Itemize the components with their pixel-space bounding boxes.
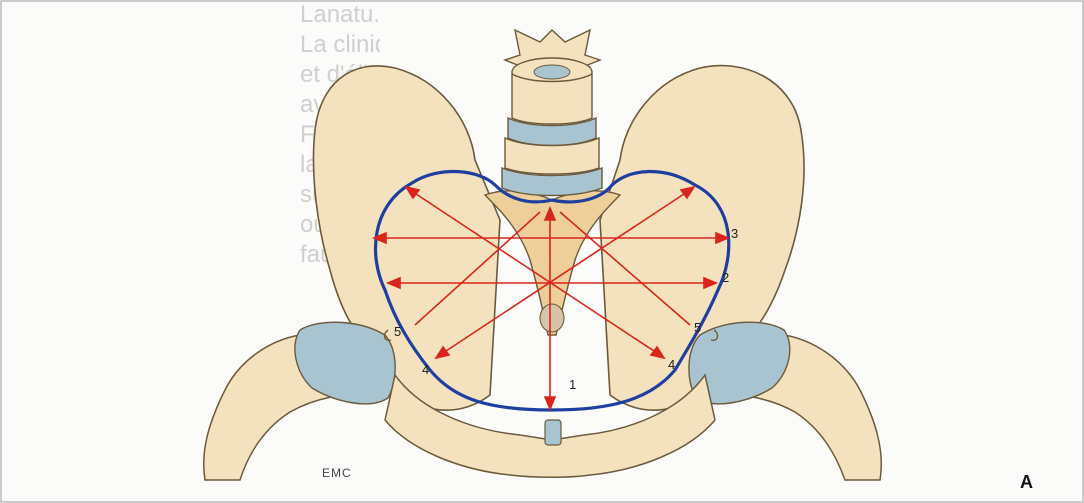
label-3: 3 [731, 226, 738, 241]
label-4-right: 4 [668, 357, 675, 372]
coccyx [540, 304, 564, 332]
panel-letter: A [1020, 472, 1033, 493]
vertebral-canal [534, 65, 570, 79]
label-1: 1 [569, 377, 576, 392]
label-4-left: 4 [422, 362, 429, 377]
vertebral-body [512, 74, 592, 124]
arrowhead [545, 397, 555, 409]
label-5-left: 5 [394, 324, 401, 339]
label-2: 2 [722, 270, 729, 285]
label-5-right: 5 [694, 320, 701, 335]
emc-credit: EMC [322, 466, 352, 480]
pubic-symphysis [545, 420, 561, 445]
